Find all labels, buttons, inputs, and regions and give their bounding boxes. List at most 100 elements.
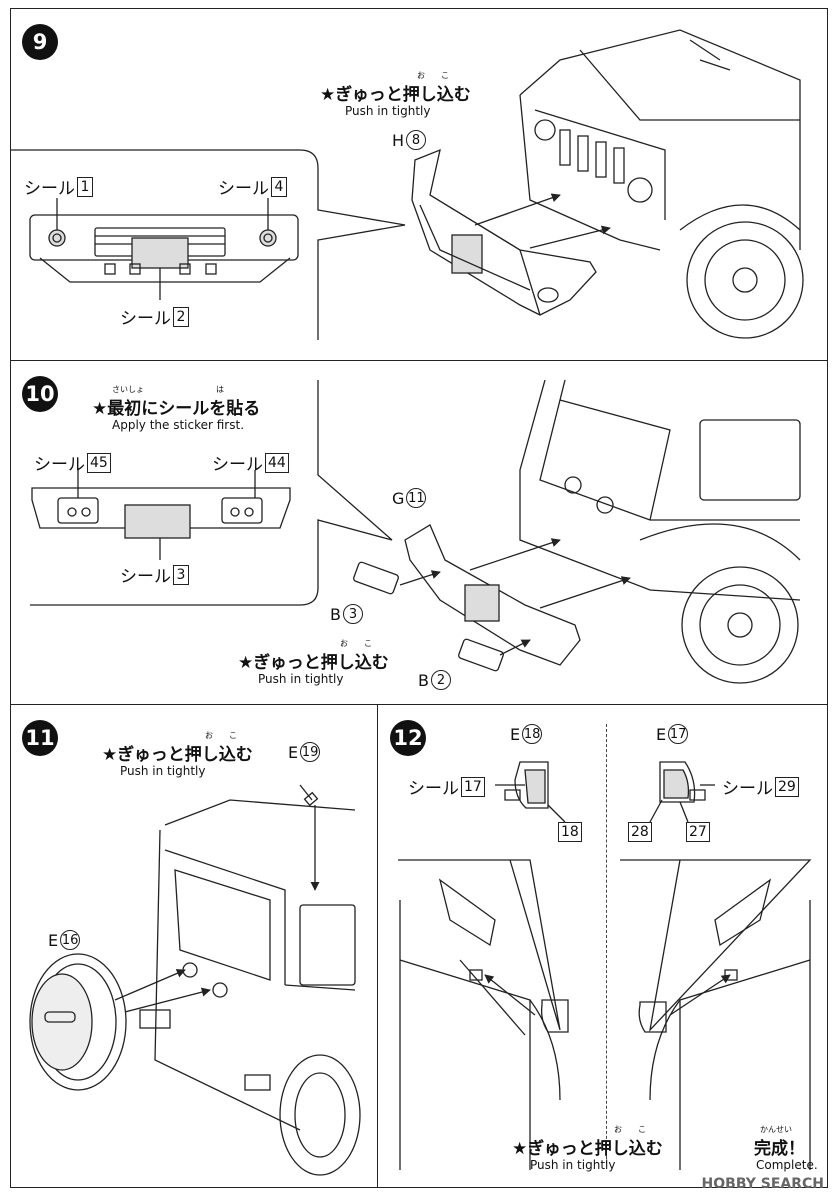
instruction-frame [10, 8, 828, 1188]
step9-callout-bubble [10, 149, 406, 340]
part-letter: E [510, 724, 521, 744]
sticker-number: 1 [77, 176, 93, 197]
step10-part-b2: B 2 [418, 670, 451, 690]
sticker-label: シール [722, 779, 773, 799]
step11-spare-tire [29, 953, 127, 1091]
step11-part-e16: E 16 [48, 930, 81, 950]
step11-note-ruby: お こ [205, 731, 237, 740]
step12-right-door [638, 878, 811, 1170]
part-number: 19 [300, 742, 321, 762]
sticker-number: 29 [775, 776, 799, 797]
step10-note-ruby: さいしょ は [112, 385, 224, 394]
step9-vehicle-front [519, 29, 804, 339]
step9-note-en: Push in tightly [345, 104, 431, 118]
part-letter: B [418, 670, 429, 690]
step9-sticker-2: シール 2 [120, 304, 189, 329]
step12-sticker-17: シール 17 [408, 774, 485, 799]
step11-note: ★ぎゅっと押し込む [102, 745, 253, 765]
sticker-number: 3 [173, 564, 189, 585]
step10-note: ★最初にシールを貼る [92, 399, 261, 419]
complete-label: 完成！ [754, 1139, 805, 1159]
step12-subpart-28: 28 [628, 822, 652, 842]
step12-right-mirror-sticker-view [649, 761, 715, 823]
part-number: 18 [522, 724, 543, 744]
step10-note2: ★ぎゅっと押し込む [238, 653, 389, 673]
sub-number: 18 [558, 822, 582, 842]
step10-note2-ruby: お こ [340, 639, 372, 648]
step10-part-b3: B 3 [330, 604, 363, 624]
part-letter: B [330, 604, 341, 624]
sub-number: 27 [686, 822, 710, 842]
step-10-badge: 10 [22, 376, 58, 412]
sticker-number: 45 [87, 452, 111, 473]
step12-right-callout [620, 859, 812, 1033]
step9-sticker-1: シール 1 [24, 174, 93, 199]
complete-label-en: Complete. [756, 1158, 818, 1172]
part-number: 2 [430, 670, 451, 690]
step12-part-e18: E 18 [510, 724, 543, 744]
part-letter: H [392, 130, 405, 150]
step10-rear-bumper-part [353, 524, 581, 672]
step12-note-en: Push in tightly [530, 1158, 616, 1172]
step11-antenna-part [299, 784, 319, 807]
step9-note-ruby: お こ [417, 71, 449, 80]
step11-part-e19: E 19 [288, 742, 321, 762]
step10-sticker-3: シール 3 [120, 562, 189, 587]
step9-note: ★ぎゅっと押し込む [320, 85, 471, 105]
step9-front-bumper-part [411, 148, 597, 316]
part-number: 3 [342, 604, 363, 624]
part-letter: G [392, 488, 405, 508]
part-number: 8 [406, 130, 427, 150]
step12-left-mirror-sticker-view [495, 761, 566, 823]
step9-sticker-4: シール 4 [218, 174, 287, 199]
step10-rear-bumper-sticker-view [31, 470, 291, 560]
divider-10-11 [10, 704, 828, 705]
step12-subpart-27: 27 [686, 822, 710, 842]
sticker-label: シール [212, 455, 263, 475]
step12-note: ★ぎゅっと押し込む [512, 1139, 663, 1159]
step10-vehicle-rear [519, 379, 801, 684]
step9-bumper-sticker-view [29, 198, 299, 300]
part-number: 16 [60, 930, 81, 950]
step12-subpart-18: 18 [558, 822, 582, 842]
divider-9-10 [10, 360, 828, 361]
divider-11-12 [377, 704, 378, 1188]
step10-callout-bubble [30, 380, 393, 606]
step-9-badge: 9 [22, 24, 58, 60]
step10-note2-en: Push in tightly [258, 672, 344, 686]
part-letter: E [288, 742, 299, 762]
part-letter: E [656, 724, 667, 744]
sticker-number: 2 [173, 306, 189, 327]
step10-note-en: Apply the sticker first. [112, 418, 245, 432]
step12-note-ruby: お こ [614, 1125, 646, 1134]
divider-12-split [606, 724, 607, 1164]
step12-sticker-29: シール 29 [722, 774, 799, 799]
sticker-label: シール [24, 179, 75, 199]
step-11-badge: 11 [22, 720, 58, 756]
step12-part-e17: E 17 [656, 724, 689, 744]
sticker-label: シール [120, 309, 171, 329]
part-number: 11 [406, 488, 427, 508]
part-letter: E [48, 930, 59, 950]
complete-ruby: かんせい [760, 1125, 792, 1134]
step12-left-callout [398, 859, 561, 1031]
step-12-badge: 12 [390, 720, 426, 756]
step11-vehicle-rear [139, 799, 361, 1176]
part-number: 17 [668, 724, 689, 744]
step10-sticker-45: シール 45 [34, 450, 111, 475]
sub-number: 28 [628, 822, 652, 842]
step11-note-en: Push in tightly [120, 764, 206, 778]
sticker-number: 17 [461, 776, 485, 797]
sticker-label: シール [408, 779, 459, 799]
step9-part-h8: H 8 [392, 130, 427, 150]
watermark-logo: HOBBY SEARCH [701, 1176, 824, 1192]
sticker-number: 44 [265, 452, 289, 473]
step10-part-g11: G 11 [392, 488, 427, 508]
step12-left-door [399, 878, 569, 1170]
sticker-label: シール [218, 179, 269, 199]
sticker-label: シール [34, 455, 85, 475]
sticker-number: 4 [271, 176, 287, 197]
step10-sticker-44: シール 44 [212, 450, 289, 475]
sticker-label: シール [120, 567, 171, 587]
